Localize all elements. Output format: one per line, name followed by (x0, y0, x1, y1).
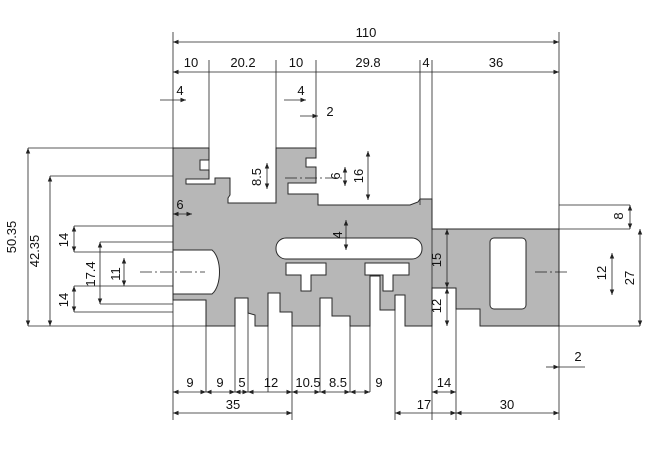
dim-bottom-12: 12 (264, 375, 278, 390)
dim-left-11: 11 (108, 267, 123, 281)
dim-left-17-4: 17.4 (83, 261, 98, 286)
dim-2-bottom: 2 (574, 349, 581, 364)
dim-top-seg-4: 29.8 (355, 55, 380, 70)
dim-bottom-9-c: 9 (375, 375, 382, 390)
dim-overall-width: 110 (356, 25, 377, 40)
dim-12-lower: 12 (429, 299, 444, 313)
dim-bottom-8-5: 8.5 (329, 375, 347, 390)
dim-left-50-35: 50.35 (4, 221, 19, 254)
dim-bottom-9-b: 9 (216, 375, 223, 390)
dim-left-14-top: 14 (56, 233, 71, 247)
t-slot-2 (364, 262, 410, 292)
dim-27: 27 (622, 271, 637, 285)
dim-bottom-10-5: 10.5 (295, 375, 320, 390)
dim-6: 6 (328, 172, 343, 179)
dim-bottom-5: 5 (238, 375, 245, 390)
dim-6-web: 6 (176, 197, 183, 212)
dim-8-5: 8.5 (249, 168, 264, 186)
t-slot-1 (285, 262, 327, 292)
dim-8-right: 8 (611, 212, 626, 219)
dim-12-right: 12 (594, 266, 609, 280)
dim-top-seg-3: 10 (289, 55, 303, 70)
dim-bottom-30: 30 (500, 397, 514, 412)
dim-slot-mid-width: 4 (297, 83, 304, 98)
dim-bottom-17: 17 (417, 397, 431, 412)
dim-top-seg-5: 4 (422, 55, 429, 70)
rect-hollow (489, 237, 527, 310)
dim-slot-mid-lip: 2 (326, 104, 333, 119)
dim-top-seg-6: 36 (489, 55, 503, 70)
dim-slot-left-width: 4 (176, 83, 183, 98)
dim-bottom-35: 35 (226, 397, 240, 412)
dim-top-seg-1: 10 (184, 55, 198, 70)
dim-left-42-35: 42.35 (27, 235, 42, 268)
oval-hollow (275, 237, 423, 260)
dim-left-14-bottom: 14 (56, 293, 71, 307)
dim-top-seg-2: 20.2 (230, 55, 255, 70)
dim-4-wall: 4 (330, 231, 345, 238)
dim-16: 16 (351, 169, 366, 183)
dim-bottom-14: 14 (437, 375, 451, 390)
dim-15: 15 (429, 253, 444, 267)
dim-bottom-9-a: 9 (186, 375, 193, 390)
aluminium-profile (172, 147, 560, 327)
